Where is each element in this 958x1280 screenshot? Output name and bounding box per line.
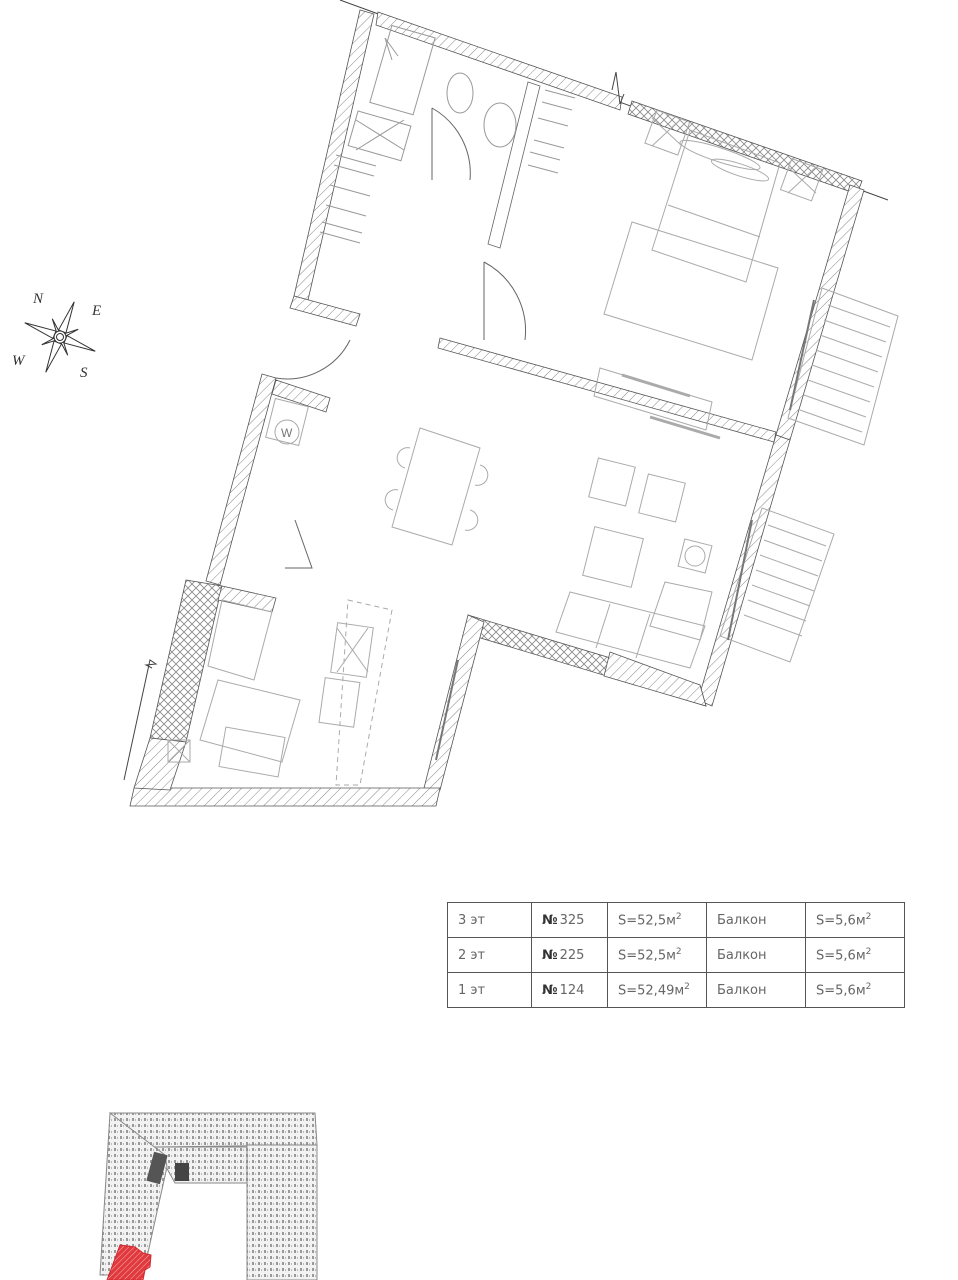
sofa-icon: [555, 591, 706, 669]
dining-table-icon: [391, 427, 481, 546]
compass-west-label: W: [12, 353, 25, 369]
area-cell: S=52,5м2: [607, 902, 707, 938]
stairs-icon: [146, 1151, 168, 1185]
washer-label: W: [281, 426, 293, 440]
compass-rose: N E S W: [0, 285, 120, 385]
balcony-area-cell: S=5,6м2: [805, 937, 905, 973]
coffee-table-icon: [582, 526, 644, 588]
plant-icon: [677, 538, 713, 574]
cabinet-icon: [207, 599, 273, 681]
nightstand-icon: [644, 109, 691, 156]
washing-machine-icon: [265, 397, 309, 447]
area-cell: S=52,49м2: [607, 972, 707, 1008]
balcony-upper: [787, 287, 899, 446]
apartment-floor-plan: W: [123, 0, 899, 807]
balcony-label-cell: Балкон: [706, 972, 806, 1008]
stairs-icon: [175, 1163, 189, 1181]
compass-south-label: S: [80, 365, 88, 381]
armchair-icon: [588, 457, 636, 507]
bed-icon: [651, 129, 781, 283]
countertop-icon: [335, 599, 393, 786]
doors: [275, 107, 527, 569]
sink-icon: [318, 677, 361, 728]
balcony-lower: [719, 507, 835, 663]
building-key-plan: [99, 1112, 318, 1280]
living-furniture: [384, 427, 713, 669]
balcony-label-cell: Балкон: [706, 937, 806, 973]
bedroom-furniture: [593, 109, 824, 440]
compass-icon: [24, 301, 96, 373]
toilet-icon: [446, 72, 474, 114]
wardrobes: [319, 89, 576, 244]
floor-cell: 1 эт: [447, 972, 532, 1008]
key-plan-west-wing: [99, 1112, 168, 1276]
balcony-area-cell: S=5,6м2: [805, 902, 905, 938]
area-cell: S=52,5м2: [607, 937, 707, 973]
highlighted-apartment: [106, 1244, 152, 1280]
balcony-label-cell: Балкон: [706, 902, 806, 938]
floor-cell: 3 эт: [447, 902, 532, 938]
nightstand-icon: [779, 157, 824, 202]
washbasin-icon: [483, 102, 517, 148]
balcony-area-cell: S=5,6м2: [805, 972, 905, 1008]
stove-icon: [218, 726, 286, 778]
exterior-walls: [123, 0, 889, 807]
armchair-icon: [638, 473, 686, 523]
rug-icon: [603, 221, 779, 361]
duct-icon: [167, 739, 191, 763]
cooktop-icon: [330, 622, 374, 678]
compass-east-label: E: [92, 303, 102, 319]
key-plan-east-wing: [246, 1144, 318, 1280]
floor-cell: 2 эт: [447, 937, 532, 973]
kitchen: W: [167, 397, 393, 786]
bathroom: [347, 24, 517, 162]
compass-north-label: N: [33, 291, 44, 307]
